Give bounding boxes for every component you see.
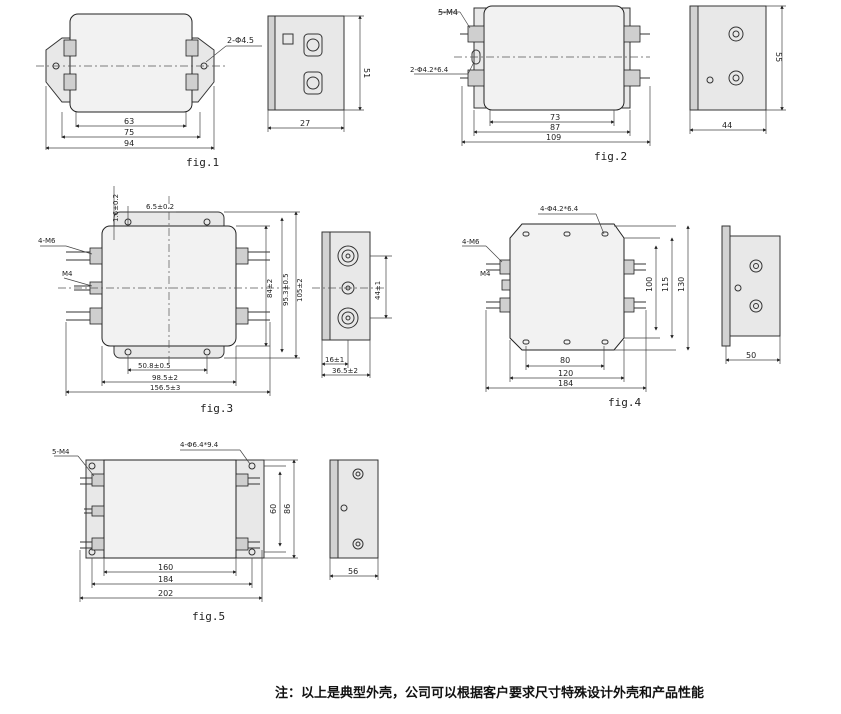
fig5-width-184: 184 [158, 575, 173, 584]
fig4-width-120: 120 [558, 369, 573, 378]
fig3-w1: 50.8±0.5 [138, 362, 171, 370]
fig4-stud-label-1: 4-M6 [462, 238, 480, 246]
fig3-stud-label-2: M4 [62, 270, 73, 278]
fig1-side-view: 51 27 [267, 15, 371, 132]
fig2-caption: fig.2 [594, 150, 627, 163]
fig4-height-115: 115 [661, 277, 670, 292]
fig1-width-63: 63 [124, 117, 134, 126]
fig4-width-184: 184 [558, 379, 573, 388]
fig1-hole-label: 2-Φ4.5 [227, 36, 254, 45]
fig3-v2: 6.5±0.2 [146, 203, 174, 211]
fig3-h3: 105±2 [296, 278, 304, 302]
fig5-stud-label: 5-M4 [52, 448, 70, 456]
fig3-stud-label-1: 4-M6 [38, 237, 56, 245]
fig2-stud-label: 5-M4 [438, 8, 458, 17]
fig4-hole-label: 4-Φ4.2*6.4 [540, 205, 579, 213]
fig4-caption: fig.4 [608, 396, 641, 409]
fig3-side-w1: 16±1 [325, 356, 344, 364]
footnote: 注：以上是典型外壳，公司可以根据客户要求尺寸特殊设计外壳和产品性能 [275, 686, 705, 701]
fig5-height-86: 86 [283, 504, 292, 514]
fig5-height-60: 60 [269, 504, 278, 514]
fig2-width-87: 87 [550, 123, 560, 132]
fig5-hole-label: 4-Φ6.4*9.4 [180, 441, 219, 449]
fig3-w3: 156.5±3 [150, 384, 180, 392]
fig1-front-view: 2-Φ4.5 63 75 94 [36, 13, 262, 150]
fig5-caption: fig.5 [192, 610, 225, 623]
fig1-depth-27: 27 [300, 119, 310, 128]
fig4-front-view: 4-Φ4.2*6.4 4-M6 M4 100 115 130 80 120 18… [462, 205, 690, 392]
fig3-h2: 95.3±0.5 [282, 273, 290, 306]
fig4-depth-50: 50 [746, 351, 756, 360]
fig2-hole-label: 2-Φ4.2*6.4 [410, 66, 449, 74]
fig4-side-view: 50 [721, 225, 781, 364]
fig3-v1: 1.6±0.2 [112, 194, 120, 222]
fig3-caption: fig.3 [200, 402, 233, 415]
fig5-width-160: 160 [158, 563, 173, 572]
fig4-width-80: 80 [560, 356, 570, 365]
fig1-caption: fig.1 [186, 156, 219, 169]
fig2-height-55: 55 [774, 52, 783, 62]
fig5-front-view: 5-M4 4-Φ6.4*9.4 60 86 160 184 202 [52, 441, 298, 602]
fig3-h1: 84±2 [266, 279, 274, 298]
fig1-width-94: 94 [124, 139, 134, 148]
fig2-width-109: 109 [546, 133, 561, 142]
fig5-side-view: 56 [329, 459, 379, 580]
fig2-front-view: 5-M4 2-Φ4.2*6.4 73 87 109 [410, 5, 651, 146]
fig3-side-w2: 36.5±2 [332, 367, 358, 375]
fig3-front-view: 4-M6 M4 1.6±0.2 6.5±0.2 84±2 95.3±0.5 10… [38, 186, 304, 396]
fig5-width-202: 202 [158, 589, 173, 598]
fig4-height-130: 130 [677, 277, 686, 292]
fig1-width-75: 75 [124, 128, 134, 137]
fig3-w2: 98.5±2 [152, 374, 178, 382]
fig3-side-view: 44±1 16±1 36.5±2 [312, 231, 392, 378]
fig4-stud-label-2: M4 [480, 270, 491, 278]
fig2-depth-44: 44 [722, 121, 732, 130]
fig2-width-73: 73 [550, 113, 560, 122]
fig2-side-view: 55 44 [689, 5, 786, 134]
fig5-depth-56: 56 [348, 567, 358, 576]
fig1-height-51: 51 [362, 68, 371, 78]
fig3-side-height: 44±1 [374, 281, 382, 300]
fig4-height-100: 100 [645, 277, 654, 292]
